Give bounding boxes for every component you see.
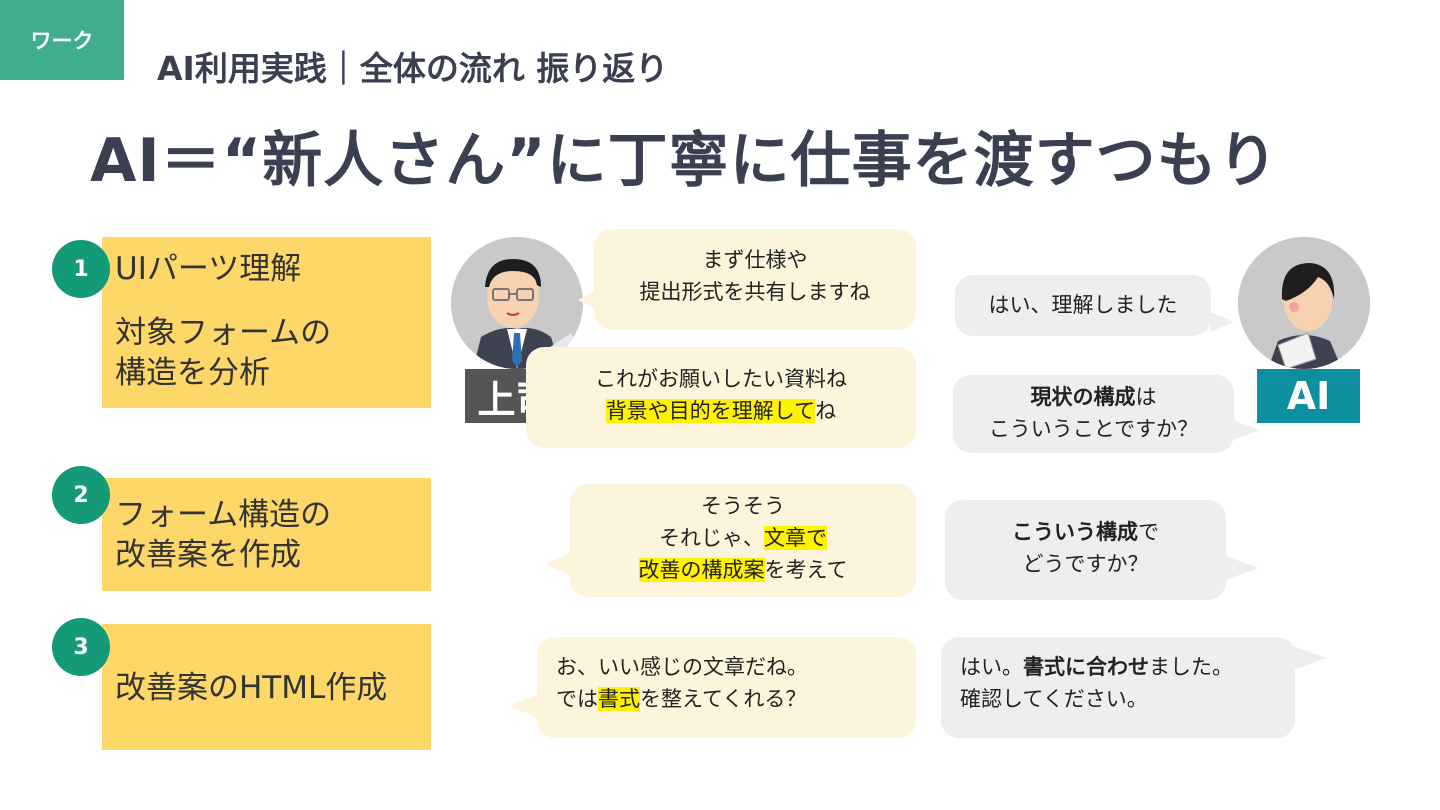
ai-avatar	[1238, 237, 1370, 369]
step-2-line1: フォーム構造の	[115, 494, 331, 536]
ai-bubble-1: はい、理解しました	[955, 275, 1211, 336]
ai-bubble-4-line1-tail: ました。	[1149, 655, 1233, 679]
ai-bubble-3-line2: どうですか？	[945, 548, 1226, 580]
ai-bubble-2-bold: 現状の構成	[1031, 385, 1136, 409]
boss-bubble-4: お、いい感じの文章だね。 では書式を整えてくれる？	[537, 637, 916, 738]
step-1-line2: 対象フォームの	[115, 312, 331, 354]
highlight-text: 書式	[598, 687, 640, 711]
work-tag: ワーク	[0, 0, 124, 80]
highlight-text: 改善の構成案	[639, 558, 765, 582]
ai-bubble-2-line1-tail: は	[1136, 385, 1157, 409]
boss-bubble-3-tail	[546, 552, 572, 576]
step-1-line3: 構造を分析	[115, 352, 270, 394]
boss-bubble-3-line1: そうそう	[570, 490, 916, 522]
ai-person-illustration-icon	[1238, 237, 1370, 369]
ai-bubble-4-line1: はい。書式に合わせました。	[960, 651, 1295, 683]
ai-label: AI	[1257, 369, 1360, 423]
step-1-heading: UIパーツ理解	[115, 248, 301, 290]
step-1-number: 1	[52, 240, 110, 298]
boss-bubble-3: そうそう それじゃ、文章で 改善の構成案を考えて	[570, 484, 916, 597]
ai-bubble-3-bold: こういう構成	[1012, 520, 1138, 544]
boss-bubble-3-line2: それじゃ、文章で	[570, 522, 916, 554]
slide-subtitle: AI利用実践｜全体の流れ 振り返り	[157, 42, 668, 90]
boss-bubble-3-line2-pre: それじゃ、	[659, 526, 764, 550]
ai-bubble-4-bold: 書式に合わせ	[1023, 655, 1149, 679]
boss-bubble-4-line1: お、いい感じの文章だね。	[556, 651, 916, 683]
ai-bubble-2-line2: こういうことですか？	[953, 413, 1234, 445]
boss-bubble-1-line1: まず仕様や	[594, 244, 916, 276]
ai-bubble-2-line1: 現状の構成は	[953, 381, 1234, 413]
step-3-number: 3	[52, 618, 110, 676]
highlight-text: 文章で	[764, 526, 827, 550]
boss-bubble-2-line2-tail: ね	[815, 399, 836, 423]
ai-bubble-3-tail	[1225, 556, 1259, 580]
ai-bubble-1-tail	[1210, 312, 1234, 332]
slide-title: AI＝“新人さん”に丁寧に仕事を渡すつもり	[90, 112, 1279, 199]
ai-bubble-3-line1-tail: で	[1138, 520, 1159, 544]
ai-bubble-3-line1: こういう構成で	[945, 516, 1226, 548]
ai-bubble-3: こういう構成で どうですか？	[945, 500, 1226, 600]
ai-bubble-2: 現状の構成は こういうことですか？	[953, 375, 1234, 453]
boss-bubble-1-line2: 提出形式を共有しますね	[594, 276, 916, 308]
boss-bubble-1-tail	[578, 290, 596, 310]
boss-bubble-4-line2-pre: では	[556, 687, 598, 711]
boss-bubble-2-line1: これがお願いしたい資料ね	[526, 363, 916, 395]
boss-bubble-3-line3-tail: を考えて	[765, 558, 848, 582]
boss-bubble-3-line3: 改善の構成案を考えて	[570, 554, 916, 586]
step-2-line2: 改善案を作成	[115, 534, 301, 576]
boss-bubble-4-tail	[510, 694, 538, 718]
ai-bubble-4-tail	[1293, 646, 1327, 670]
highlight-text: 背景や目的を理解して	[606, 399, 815, 423]
ai-bubble-4-line1-pre: はい。	[960, 655, 1023, 679]
boss-bubble-2: これがお願いしたい資料ね 背景や目的を理解してね	[526, 347, 916, 448]
boss-bubble-1: まず仕様や 提出形式を共有しますね	[594, 229, 916, 330]
boss-bubble-4-line2-tail: を整えてくれる？	[640, 687, 806, 711]
step-2-number: 2	[52, 466, 110, 524]
ai-bubble-2-tail	[1232, 420, 1260, 440]
step-3-line1: 改善案のHTML作成	[115, 667, 387, 709]
boss-bubble-2-line2: 背景や目的を理解してね	[526, 395, 916, 427]
ai-bubble-1-line1: はい、理解しました	[989, 293, 1178, 317]
ai-bubble-4-line2: 確認してください。	[960, 683, 1295, 715]
ai-bubble-4: はい。書式に合わせました。 確認してください。	[941, 637, 1295, 738]
boss-bubble-4-line2: では書式を整えてくれる？	[556, 683, 916, 715]
